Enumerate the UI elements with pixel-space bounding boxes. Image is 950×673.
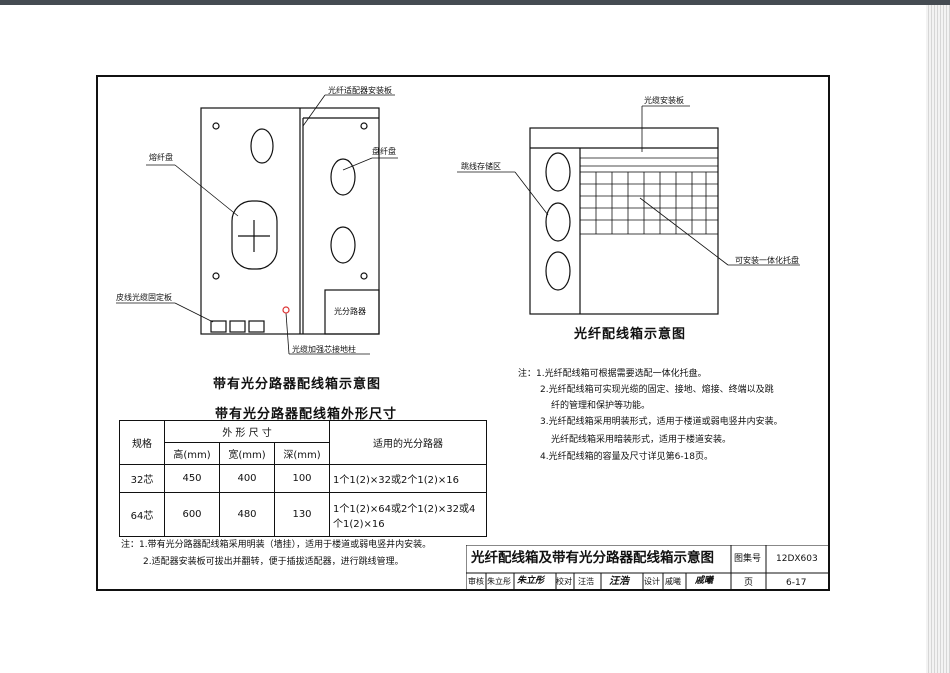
table-row: 64芯 600 480 130 1个1(2)×64或2个1(2)×32或4个1(… xyxy=(119,492,487,537)
name-review: 朱立彤 xyxy=(487,577,511,586)
page-number: 6-17 xyxy=(786,578,807,588)
th-width: 宽(mm) xyxy=(219,442,275,465)
page-label: 页 xyxy=(744,578,754,588)
drawing-frame xyxy=(96,75,830,591)
th-dims: 外 形 尺 寸 xyxy=(164,420,330,443)
spec-table: 规格 外 形 尺 寸 适用的光分路器 高(mm) 宽(mm) 深(mm) 32芯… xyxy=(119,420,487,537)
signature-design: 戚曦 xyxy=(695,576,714,586)
splitter-shape xyxy=(324,289,380,335)
label-grounding: 光缆加强芯接地柱 xyxy=(292,345,356,354)
fiber-box-outline xyxy=(529,127,719,315)
right-figure-caption: 光纤配线箱示意图 xyxy=(574,327,687,342)
left-note-1: 注：1.带有光分路器配线箱采用明装（墙挂），适用于楼道或弱电竖井内安装。 xyxy=(121,540,432,550)
label-storage: 跳线存储区 xyxy=(461,162,501,171)
th-spec: 规格 xyxy=(119,420,165,465)
right-note-5: 光纤配线箱采用暗装形式，适用于楼道安装。 xyxy=(551,435,732,445)
viewer-top-bar xyxy=(0,0,950,5)
atlas-label: 图集号 xyxy=(734,554,762,564)
role-check: 校对 xyxy=(556,577,572,586)
coil-oval-bottom xyxy=(330,226,356,264)
label-coil-tray: 盘纤盘 xyxy=(372,147,396,156)
right-note-2: 2.光纤配线箱可实现光缆的固定、接地、熔接、终端以及跳 xyxy=(540,385,774,395)
spec-table-title: 带有光分路器配线箱外形尺寸 xyxy=(215,407,398,422)
drawing-title: 光纤配线箱及带有光分路器配线箱示意图 xyxy=(471,550,714,566)
splice-tray-shape xyxy=(231,200,278,270)
left-note-2: 2.适配器安装板可拔出并翻转，便于插拔适配器，进行跳线管理。 xyxy=(143,557,404,567)
role-design: 设计 xyxy=(644,577,660,586)
title-block: 光纤配线箱及带有光分路器配线箱示意图 图集号 12DX603 审核 朱立彤 朱立… xyxy=(466,545,830,591)
signature-check: 汪浩 xyxy=(609,576,629,587)
th-depth: 深(mm) xyxy=(274,442,330,465)
right-note-4: 3.光纤配线箱采用明装形式，适用于楼道或弱电竖井内安装。 xyxy=(540,417,783,427)
label-top-panel: 光纤适配器安装板 xyxy=(328,86,392,95)
signature-review: 朱立彤 xyxy=(517,576,545,586)
role-review: 审核 xyxy=(468,577,484,586)
fiber-box-drawing xyxy=(457,105,800,315)
label-splitter: 光分路器 xyxy=(334,307,366,316)
th-splitter: 适用的光分路器 xyxy=(329,420,487,465)
right-note-1: 注：1.光纤配线箱可根据需要选配一体化托盘。 xyxy=(518,369,707,379)
atlas-number: 12DX603 xyxy=(776,554,818,564)
box-outline xyxy=(200,107,380,335)
label-splice-tray: 熔纤盘 xyxy=(149,153,173,162)
label-mount-plate: 光缆安装板 xyxy=(644,96,684,105)
coil-oval-top xyxy=(330,158,356,196)
integrated-tray-grid xyxy=(579,171,719,235)
title-block-lines xyxy=(466,545,830,591)
table-row: 32芯 450 400 100 1个1(2)×32或2个1(2)×16 xyxy=(119,464,487,493)
splitter-box-drawing xyxy=(116,94,398,355)
top-oval xyxy=(250,128,274,164)
th-height: 高(mm) xyxy=(164,442,220,465)
name-check: 汪浩 xyxy=(578,577,594,586)
right-note-6: 4.光纤配线箱的容量及尺寸详见第6-18页。 xyxy=(540,452,714,462)
document-page xyxy=(0,5,926,673)
label-cable-fixing-plate: 皮线光缆固定板 xyxy=(116,293,172,302)
left-figure-caption: 带有光分路器配线箱示意图 xyxy=(213,377,382,392)
page-stack-edge xyxy=(926,5,950,673)
label-integrated-tray: 可安装一体化托盘 xyxy=(735,256,799,265)
right-note-3: 纤的管理和保护等功能。 xyxy=(551,401,651,411)
name-design: 戚曦 xyxy=(665,577,681,586)
